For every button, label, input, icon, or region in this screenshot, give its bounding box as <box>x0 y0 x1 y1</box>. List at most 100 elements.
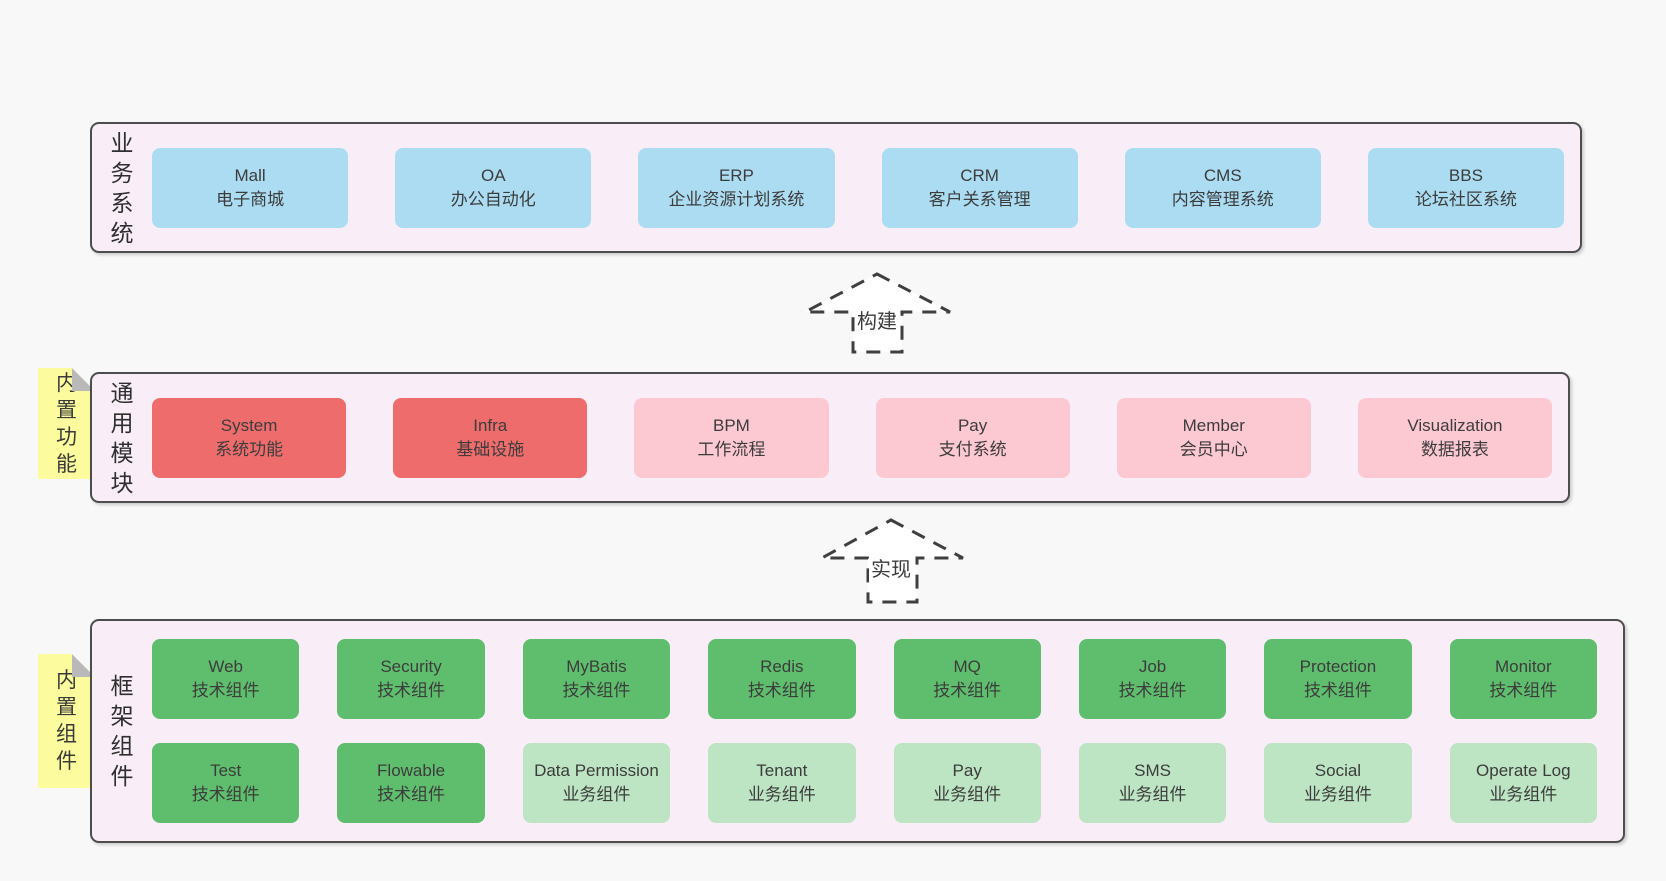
box-subtitle: 企业资源计划系统 <box>668 189 805 209</box>
box-title: OA <box>480 165 506 185</box>
layer-label: 业务系统 <box>110 129 134 246</box>
box-tenant: Tenant 业务组件 <box>708 743 856 823</box>
sticky-note-text: 内置功能 <box>56 371 77 476</box>
box-subtitle: 技术组件 <box>191 681 260 700</box>
box-title: Protection <box>1299 657 1377 676</box>
box-system: System 系统功能 <box>152 397 347 478</box>
box-subtitle: 业务组件 <box>747 785 816 804</box>
box-subtitle: 技术组件 <box>377 785 446 804</box>
build-arrow-label: 构建 <box>855 305 899 334</box>
box-subtitle: 业务组件 <box>1303 785 1372 804</box>
box-subtitle: 技术组件 <box>562 681 631 700</box>
sticky-note-text: 内置组件 <box>56 669 77 773</box>
box-flowable: Flowable 技术组件 <box>337 743 485 823</box>
box-data-permission: Data Permission 业务组件 <box>522 743 671 823</box>
box-title: CRM <box>960 165 999 185</box>
box-operate-log: Operate Log 业务组件 <box>1449 743 1597 823</box>
box-title: CMS <box>1203 165 1242 185</box>
box-bbs: BBS 论坛社区系统 <box>1367 147 1565 228</box>
box-erp: ERP 企业资源计划系统 <box>638 147 835 228</box>
box-title: Pay <box>952 761 982 780</box>
box-title: Mall <box>234 165 266 185</box>
box-pay: Pay 业务组件 <box>893 743 1041 823</box>
box-subtitle: 论坛社区系统 <box>1414 189 1517 209</box>
box-title: Visualization <box>1407 415 1503 435</box>
box-crm: CRM 客户关系管理 <box>881 147 1078 228</box>
layer-label-column: 框架组件 <box>92 621 152 841</box>
common-modules-row: System 系统功能 Infra 基础设施 BPM 工作流程 Pay 支付系统 Member 会… <box>152 374 1568 501</box>
box-subtitle: 技术组件 <box>1118 681 1187 700</box>
box-title: BPM <box>713 415 750 435</box>
box-mall: Mall 电子商城 <box>152 147 349 228</box>
box-subtitle: 技术组件 <box>747 681 816 700</box>
box-title: SMS <box>1134 761 1171 780</box>
box-title: Monitor <box>1494 657 1552 676</box>
business-systems-row: Mall 电子商城 OA 办公自动化 ERP 企业资源计划系统 CRM 客户关系管理 CMS 内容… <box>152 124 1580 251</box>
box-subtitle: 业务组件 <box>933 785 1002 804</box>
box-subtitle: 技术组件 <box>191 785 260 804</box>
box-subtitle: 支付系统 <box>938 439 1007 459</box>
box-bpm: BPM 工作流程 <box>634 397 829 478</box>
implement-arrow-label: 实现 <box>869 553 913 582</box>
common-modules-layer: 通用模块 System 系统功能 Infra 基础设施 BPM 工作流程 Pay 支付系统 Me… <box>90 372 1570 503</box>
box-subtitle: 业务组件 <box>1489 785 1558 804</box>
box-monitor: Monitor 技术组件 <box>1449 639 1597 719</box>
box-subtitle: 内容管理系统 <box>1171 189 1274 209</box>
box-title: System <box>220 415 278 435</box>
box-redis: Redis 技术组件 <box>708 639 856 719</box>
box-oa: OA 办公自动化 <box>395 147 592 228</box>
box-subtitle: 技术组件 <box>933 681 1002 700</box>
box-title: Operate Log <box>1476 761 1571 780</box>
business-systems-layer: 业务系统 Mall 电子商城 OA 办公自动化 ERP 企业资源计划系统 CRM 客户关系管理… <box>90 122 1582 253</box>
box-social: Social 业务组件 <box>1264 743 1412 823</box>
box-title: Redis <box>760 657 804 676</box>
box-title: MyBatis <box>566 657 627 676</box>
box-title: Member <box>1182 415 1245 435</box>
box-job: Job 技术组件 <box>1078 639 1227 719</box>
box-subtitle: 业务组件 <box>562 785 631 804</box>
box-mybatis: MyBatis 技术组件 <box>522 639 671 719</box>
box-subtitle: 技术组件 <box>1489 681 1558 700</box>
box-subtitle: 会员中心 <box>1179 439 1248 459</box>
box-title: MQ <box>953 657 981 676</box>
box-title: Social <box>1314 761 1362 780</box>
box-title: BBS <box>1448 165 1483 185</box>
box-title: Job <box>1138 657 1167 676</box>
box-title: Data Permission <box>534 761 659 780</box>
layer-label-column: 通用模块 <box>92 374 152 501</box>
box-member: Member 会员中心 <box>1116 397 1311 478</box>
box-subtitle: 工作流程 <box>697 439 766 459</box>
box-subtitle: 电子商城 <box>216 189 285 209</box>
layer-label: 通用模块 <box>110 379 134 496</box>
box-subtitle: 客户关系管理 <box>928 189 1031 209</box>
box-web: Web 技术组件 <box>152 639 300 719</box>
layer-label-column: 业务系统 <box>92 124 152 251</box>
box-title: Flowable <box>377 761 446 780</box>
box-subtitle: 技术组件 <box>377 681 446 700</box>
box-title: ERP <box>718 165 754 185</box>
box-subtitle: 基础设施 <box>456 439 525 459</box>
box-title: Infra <box>473 415 508 435</box>
box-subtitle: 办公自动化 <box>450 189 536 209</box>
box-title: Test <box>210 761 242 780</box>
sticky-note-built-in-components: 内置组件 <box>38 654 95 788</box>
box-title: Tenant <box>756 761 808 780</box>
box-cms: CMS 内容管理系统 <box>1124 147 1321 228</box>
box-title: Pay <box>957 415 988 435</box>
box-pay: Pay 支付系统 <box>875 397 1070 478</box>
box-test: Test 技术组件 <box>152 743 300 823</box>
box-mq: MQ 技术组件 <box>893 639 1041 719</box>
sticky-note-built-in-features: 内置功能 <box>38 368 95 479</box>
box-subtitle: 系统功能 <box>215 439 284 459</box>
layer-label: 框架组件 <box>110 673 134 789</box>
box-title: Web <box>208 657 244 676</box>
